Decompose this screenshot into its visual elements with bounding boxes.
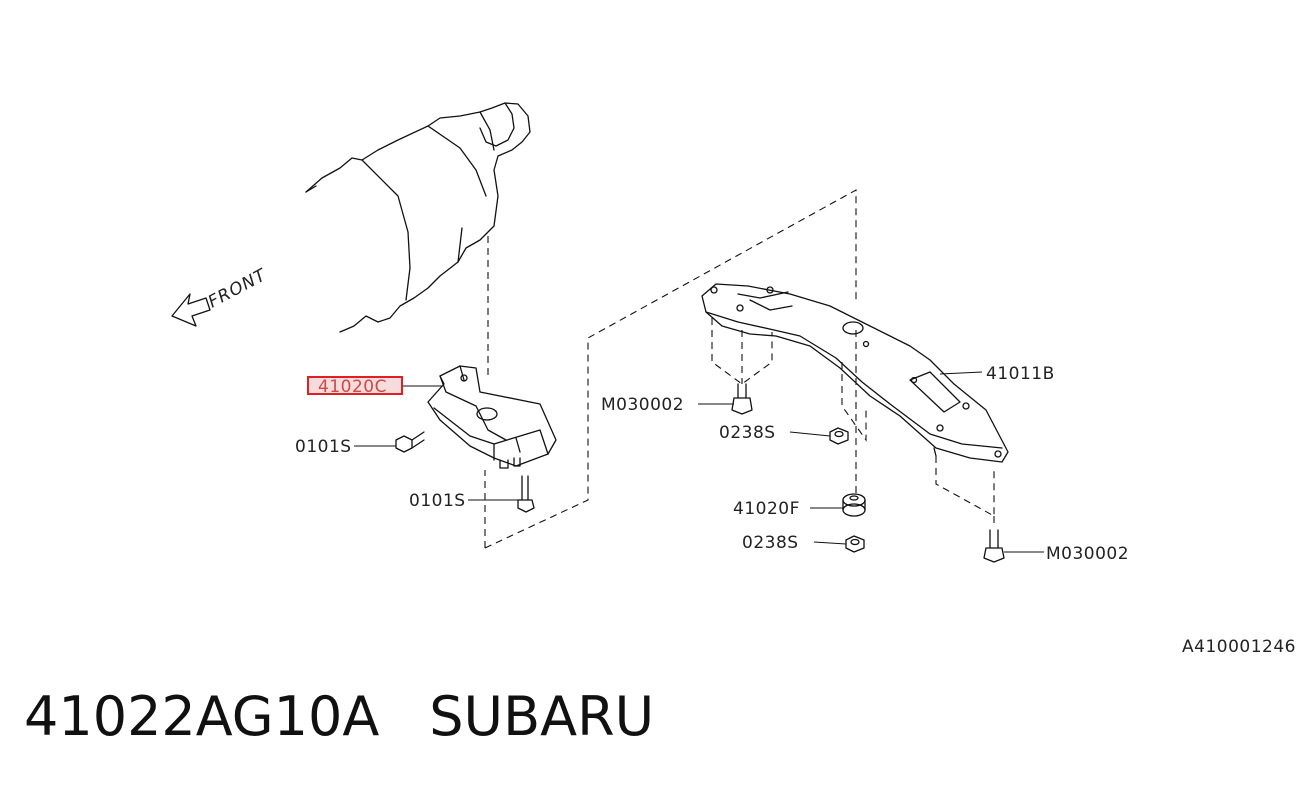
part-number: 41022AG10A bbox=[24, 685, 380, 748]
bolt-0101s-bottom bbox=[517, 475, 535, 513]
callout-0101s-bottom[interactable]: 0101S bbox=[409, 491, 466, 511]
bolt-m030002-left bbox=[731, 383, 753, 415]
nut-0238s-lower bbox=[845, 535, 865, 553]
bushing-41020f bbox=[842, 493, 866, 517]
callout-m030002-right[interactable]: M030002 bbox=[1046, 544, 1129, 564]
callout-41020c[interactable]: 41020C bbox=[318, 377, 387, 397]
nut-0238s-upper bbox=[829, 427, 849, 445]
transmission-housing bbox=[305, 102, 531, 333]
front-arrow: FRONT bbox=[171, 265, 271, 327]
crossmember bbox=[701, 283, 1009, 463]
alignment-lines bbox=[484, 189, 995, 549]
callout-highlight-box bbox=[307, 376, 403, 395]
callout-0238s-upper[interactable]: 0238S bbox=[719, 423, 776, 443]
callout-41011b[interactable]: 41011B bbox=[986, 364, 1055, 384]
callout-labels: 41020C 0101S 0101S M030002 0238S 41011B … bbox=[295, 364, 1129, 564]
leader-lines bbox=[354, 371, 1044, 553]
mount-bracket bbox=[427, 365, 557, 469]
callout-m030002-left[interactable]: M030002 bbox=[601, 395, 684, 415]
bolt-m030002-right bbox=[983, 529, 1005, 563]
brand-name: SUBARU bbox=[429, 685, 655, 748]
diagram-code: A410001246 bbox=[1182, 637, 1296, 657]
callout-41020f[interactable]: 41020F bbox=[733, 499, 800, 519]
bolt-0101s-left bbox=[395, 431, 425, 453]
callout-0101s-left[interactable]: 0101S bbox=[295, 437, 352, 457]
callout-0238s-lower[interactable]: 0238S bbox=[742, 533, 799, 553]
part-footer: 41022AG10A SUBARU bbox=[24, 682, 654, 752]
front-label: FRONT bbox=[205, 265, 271, 313]
